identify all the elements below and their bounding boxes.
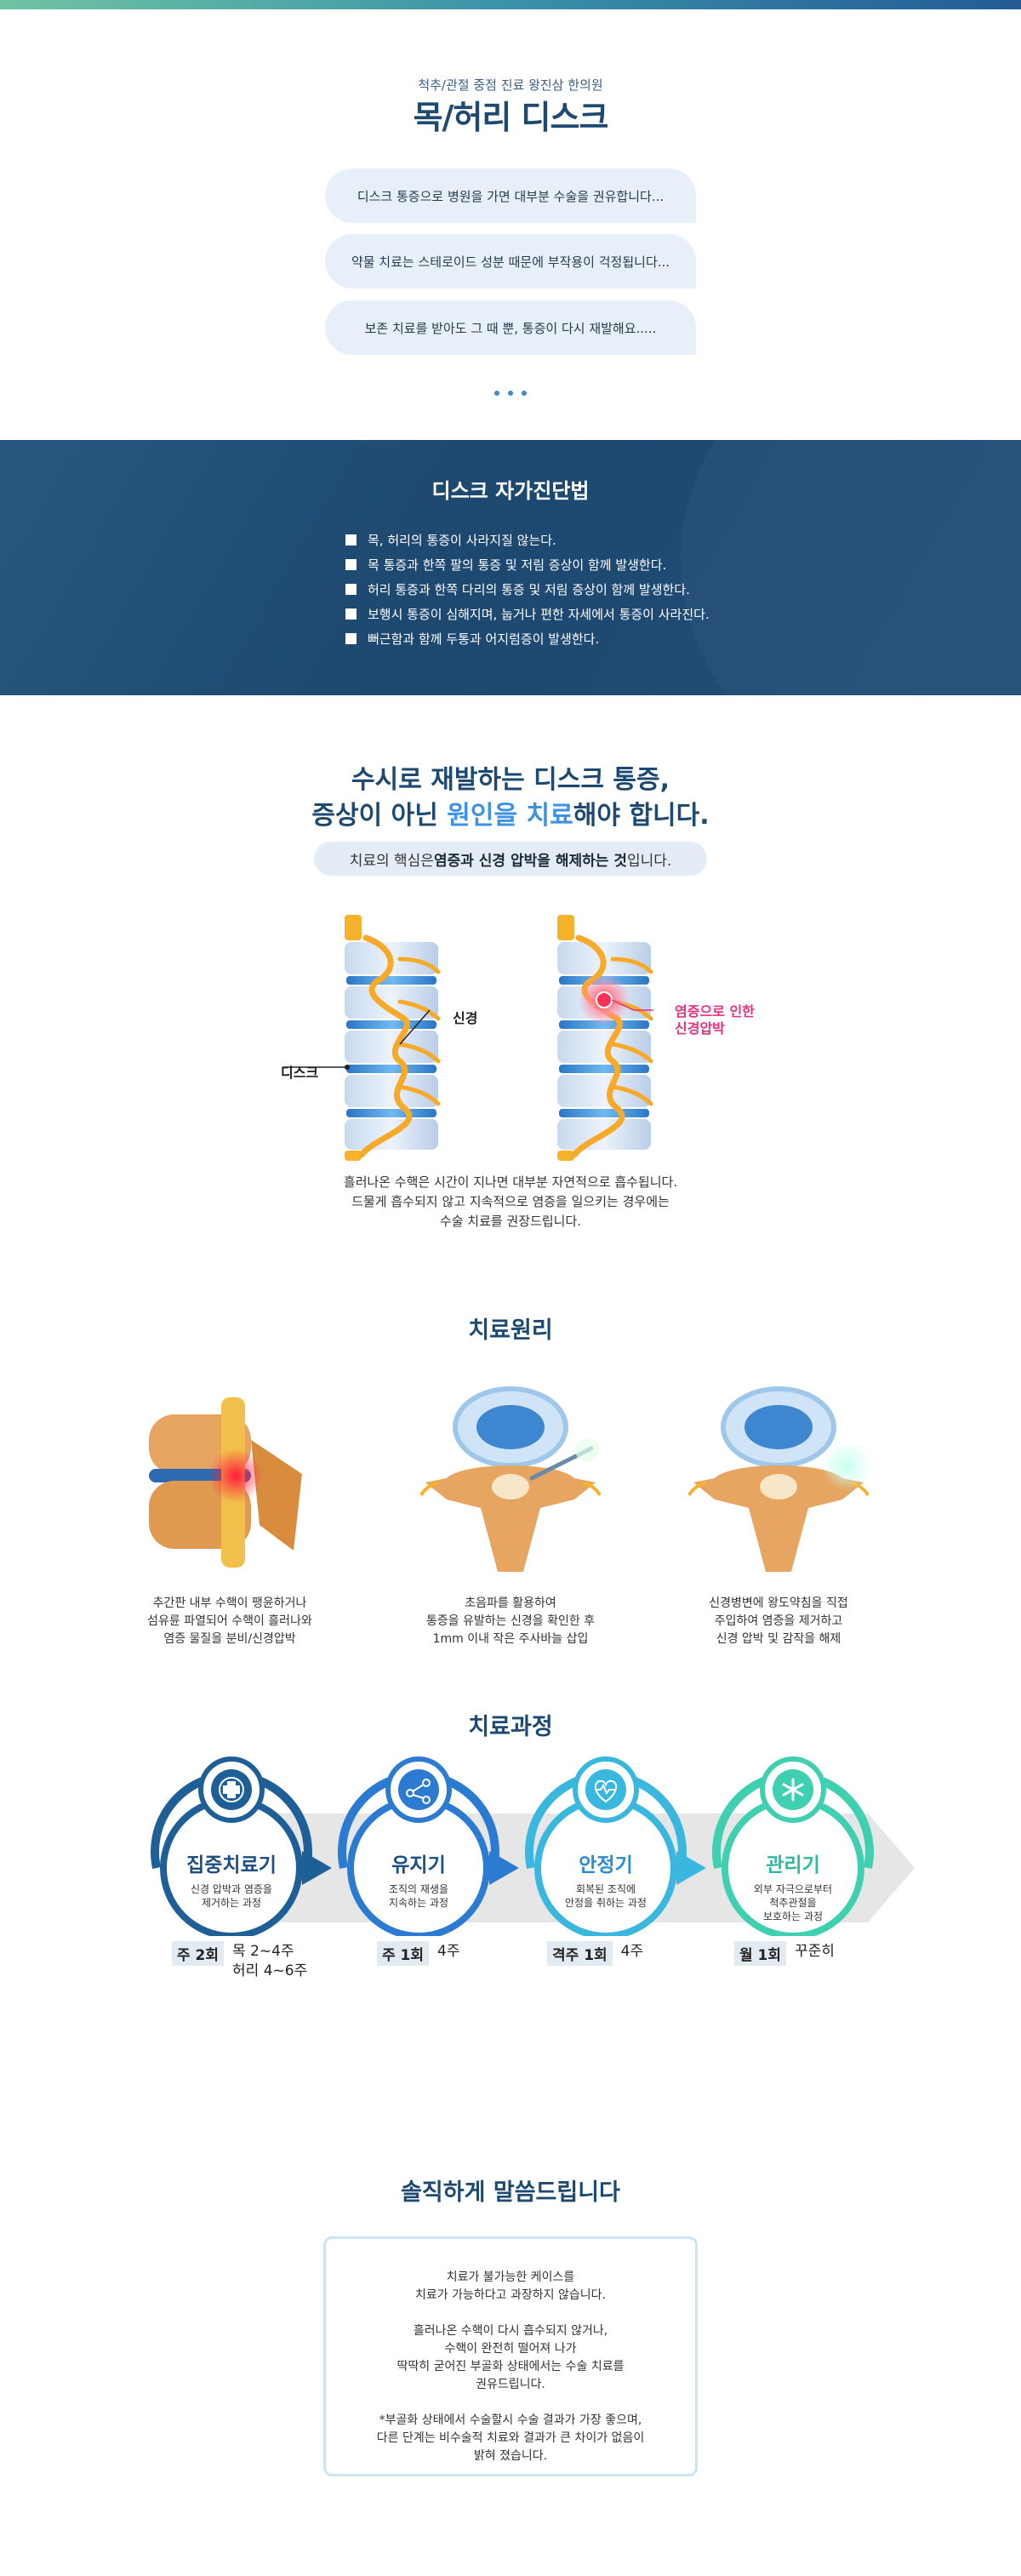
- process-title: 치료과정: [468, 1714, 553, 1740]
- vertebra-injection-illustration: [419, 1386, 602, 1572]
- nerve-label: 신경: [453, 1010, 478, 1026]
- inflamed-spine: [557, 915, 653, 1161]
- ellipsis-dots: [0, 391, 1021, 396]
- self-check-item: 뻐근함과 함께 두통과 어지럼증이 발생한다.: [345, 626, 710, 651]
- cause-section: 수시로 재발하는 디스크 통증, 증상이 아닌 원인을 치료해야 합니다. 치료…: [0, 695, 1021, 1299]
- square-bullet-icon: [345, 633, 356, 644]
- intro-subtitle: 척추/관절 중점 진료 왕진삼 한의원: [418, 77, 603, 93]
- square-bullet-icon: [345, 559, 356, 570]
- self-check-item: 목 통증과 한쪽 팔의 통증 및 저림 증상이 함께 발생한다.: [345, 552, 710, 577]
- plus-cross-icon: [219, 1777, 244, 1802]
- intro-section: 척추/관절 중점 진료 왕진삼 한의원 목/허리 디스크 디스크 통증으로 병원…: [0, 9, 1021, 440]
- stage-circle-4: [712, 1756, 874, 1936]
- heading-highlight: 원인을 치료: [447, 801, 573, 831]
- herniated-disc-illustration: [149, 1397, 302, 1568]
- self-check-list: 목, 허리의 통증이 사라지질 않는다. 목 통증과 한쪽 팔의 통증 및 저림…: [345, 528, 710, 651]
- principle-title: 치료원리: [468, 1317, 553, 1344]
- self-check-section: 디스크 자가진단법 목, 허리의 통증이 사라지질 않는다. 목 통증과 한쪽 …: [0, 440, 1021, 695]
- process-flow-diagram: [151, 1756, 915, 1936]
- square-bullet-icon: [345, 534, 356, 545]
- asterisk-icon: [782, 1778, 804, 1802]
- page-title: 목/허리 디스크: [413, 99, 609, 136]
- stage-circle-3: [525, 1756, 706, 1936]
- vertebra-healed-illustration: [687, 1386, 872, 1572]
- square-bullet-icon: [345, 584, 356, 595]
- concern-bubble-2: 약물 치료는 스테로이드 성분 때문에 부작용이 걱정됩니다...: [325, 234, 696, 288]
- top-gradient-bar: [0, 0, 1021, 9]
- heart-pulse-icon: [594, 1779, 618, 1803]
- frequency-maintenance: 주 1회 4주: [377, 1941, 460, 1966]
- molecule-icon: [406, 1779, 431, 1804]
- cause-description: 흘러나온 수핵은 시간이 지나면 대부분 자연적으로 흡수됩니다.드물게 흡수되…: [343, 1174, 678, 1229]
- concern-bubble-1: 디스크 통증으로 병원을 가면 대부분 수술을 권유합니다...: [325, 168, 696, 223]
- self-check-item: 허리 통증과 한쪽 다리의 통증 및 저림 증상이 함께 발생한다.: [345, 577, 710, 602]
- self-check-item: 목, 허리의 통증이 사라지질 않는다.: [345, 528, 710, 552]
- cause-heading: 수시로 재발하는 디스크 통증, 증상이 아닌 원인을 치료해야 합니다.: [311, 765, 710, 831]
- frequency-management: 월 1회 꾸준히: [734, 1941, 835, 1966]
- process-section: 치료과정: [0, 1708, 1021, 2133]
- normal-spine: [282, 915, 441, 1161]
- concern-bubble-3: 보존 치료를 받아도 그 때 뿐, 통증이 다시 재발해요.....: [325, 300, 696, 355]
- self-check-item: 보행시 통증이 심해지며, 눕거나 편한 자세에서 통증이 사라진다.: [345, 602, 710, 626]
- disc-label: 디스크: [281, 1065, 319, 1081]
- self-check-title: 디스크 자가진단법: [431, 479, 590, 503]
- honest-title: 솔직하게 말씀드립니다: [401, 2179, 620, 2206]
- stage-circle-2: [338, 1756, 519, 1936]
- stage-circle-1: [151, 1756, 332, 1936]
- spine-comparison-illustration: [282, 915, 653, 1161]
- frequency-stabilization: 격주 1회 4주: [547, 1941, 643, 1966]
- square-bullet-icon: [345, 608, 356, 620]
